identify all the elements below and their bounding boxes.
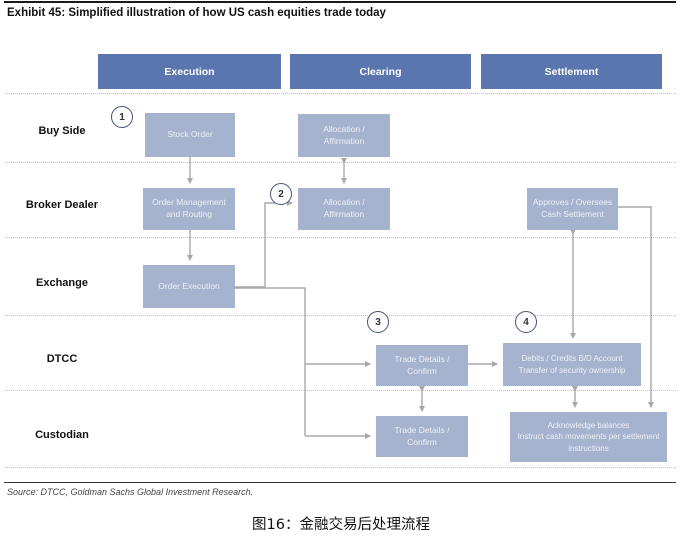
node-debits-credits-account: Debits / Credits B/D Account Transfer of… [503, 343, 641, 386]
figure-caption: 图16：金融交易后处理流程 [252, 517, 430, 533]
row-separator [5, 162, 676, 163]
row-label-dtcc: DTCC [46, 353, 78, 365]
step-circle-3: 3 [367, 311, 389, 333]
node-stock-order: Stock Order [145, 113, 235, 157]
figure-title: Exhibit 45: Simplified illustration of h… [7, 7, 386, 19]
row-label-buy-side: Buy Side [38, 125, 86, 137]
row-separator [5, 237, 676, 238]
row-separator [5, 93, 676, 94]
column-header-settlement: Settlement [481, 54, 662, 89]
column-header-execution: Execution [98, 54, 281, 89]
node-trade-details-confirm-dtcc: Trade Details / Confirm [376, 345, 468, 386]
node-trade-details-confirm-custodian: Trade Details / Confirm [376, 416, 468, 457]
source-line: Source: DTCC, Goldman Sachs Global Inves… [7, 487, 254, 497]
row-label-exchange: Exchange [36, 277, 88, 289]
node-order-execution: Order Execution [143, 265, 235, 308]
row-separator [5, 390, 676, 391]
title-rule [4, 1, 676, 3]
node-allocation-affirmation-broker: Allocation / Affirmation [298, 188, 390, 230]
source-rule [4, 482, 676, 483]
node-order-management-routing: Order Management and Routing [143, 188, 235, 230]
row-separator [5, 467, 676, 468]
node-approves-oversees-cash-settlement: Approves / Oversees Cash Settlement [527, 188, 618, 230]
row-label-custodian: Custodian [35, 429, 89, 441]
step-circle-1: 1 [111, 106, 133, 128]
step-circle-2: 2 [270, 183, 292, 205]
step-circle-4: 4 [515, 311, 537, 333]
node-acknowledge-balances: Acknowledge balances Instruct cash movem… [510, 412, 667, 462]
node-allocation-affirmation-buyside: Allocation / Affirmation [298, 114, 390, 157]
column-header-clearing: Clearing [290, 54, 471, 89]
row-label-broker-dealer: Broker Dealer [25, 199, 99, 211]
row-separator [5, 315, 676, 316]
